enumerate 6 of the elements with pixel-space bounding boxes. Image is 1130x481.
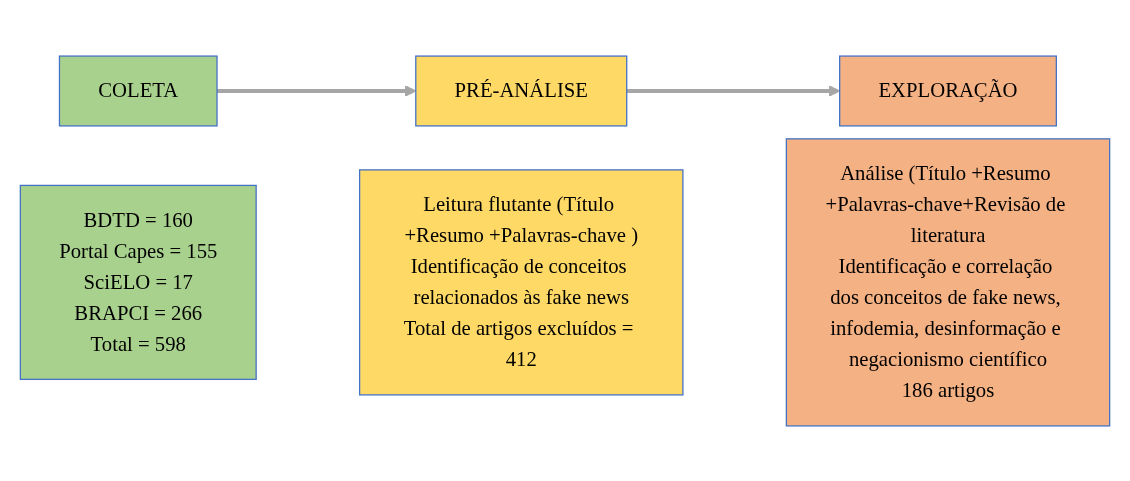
node-box: PRÉ-ANÁLISE	[415, 54, 628, 127]
node-box: COLETA	[58, 54, 218, 127]
node-box: EXPLORAÇÃO	[839, 54, 1057, 127]
node-box: BDTD = 160 Portal Capes = 155 SciELO = 17 BRAPCI = 266 Total = 598	[19, 184, 257, 380]
node-box: Análise (Título +Resumo +Palavras-chave+Revisão de literatura Identificação e correlação dos conceitos de fake news, infodemia, desinformação e negacionismo científico 186 artigos	[785, 137, 1111, 427]
node-box: Leitura flutante (Título +Resumo +Palavras-chave ) Identificação de conceitos relacionados às fake news Total de artigos excluídos = 412	[358, 168, 684, 396]
